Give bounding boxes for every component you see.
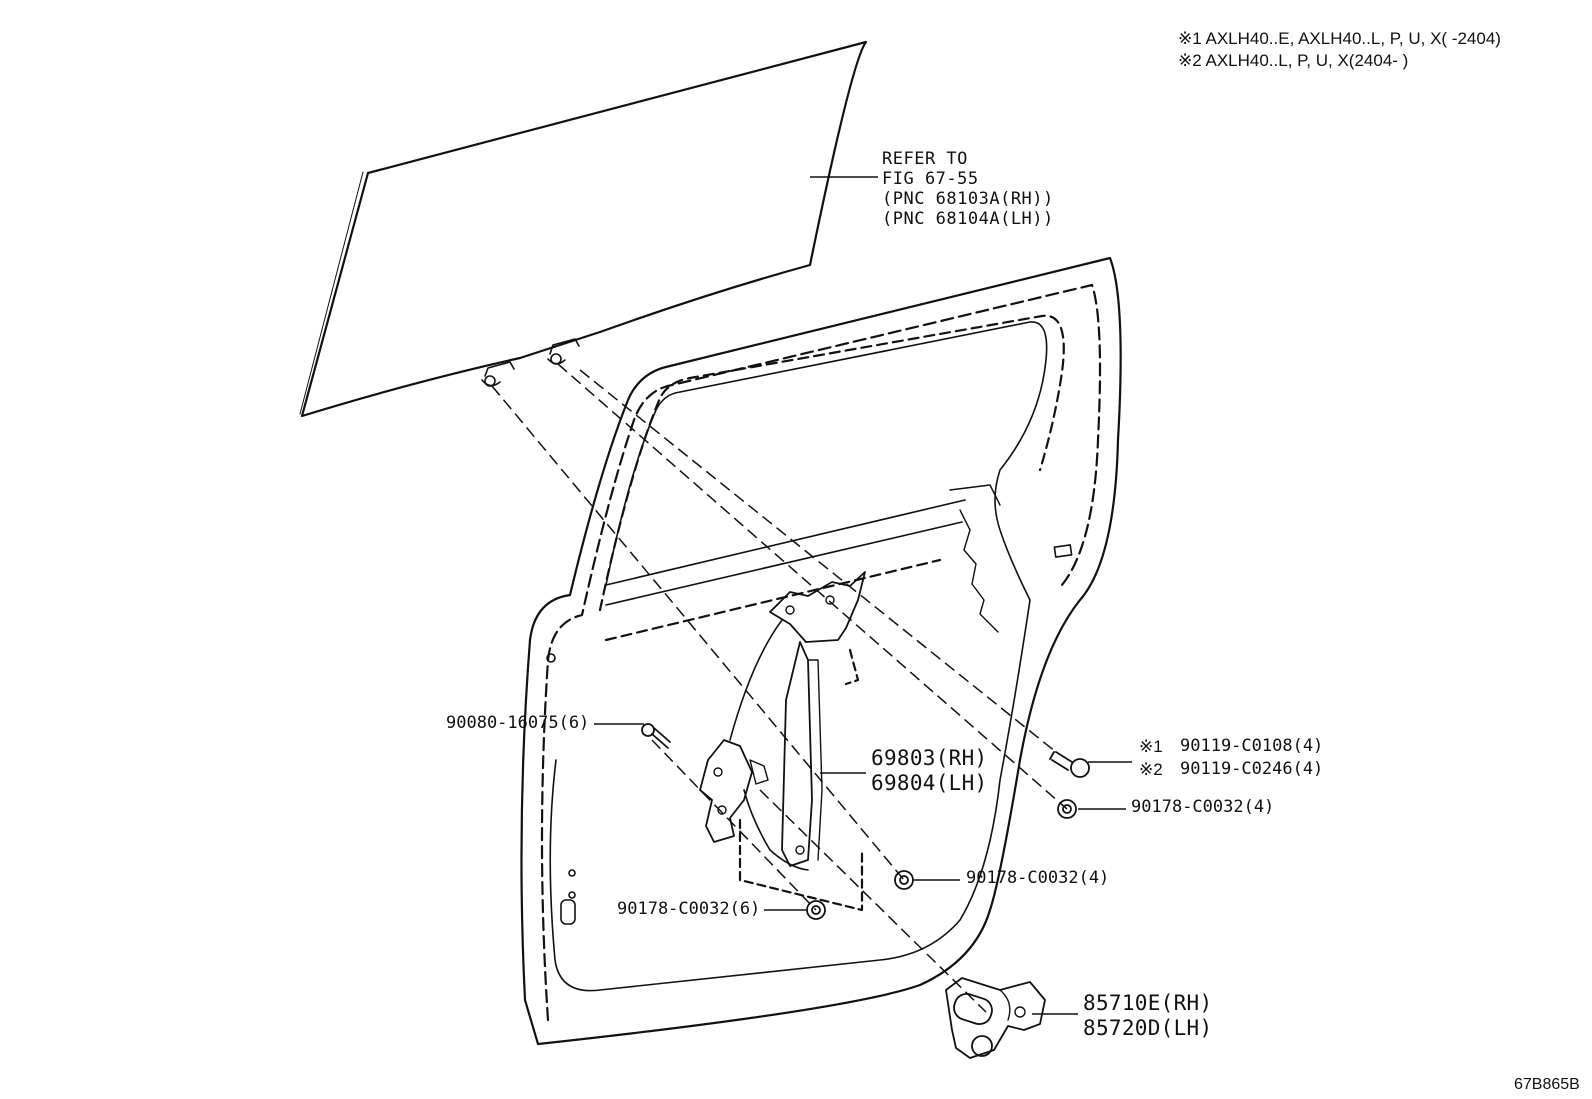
model-note-2: ※2 AXLH40..L, P, U, X(2404- ) [1178,51,1409,70]
part-number-motor-rh[interactable]: 85710E(RH) [1083,991,1213,1015]
window-regulator [699,571,866,912]
bolt-90119 [1049,751,1090,778]
refer-line-2: FIG 67-55 [882,169,979,189]
part-number-bolt-90119-c0246[interactable]: 90119-C0246(4) [1180,759,1324,779]
bolt-90080 [641,723,671,749]
note-mark-2: ※2 [1139,760,1163,779]
part-number-regulator-rh[interactable]: 69803(RH) [871,746,988,770]
part-number-nut-90178-upper[interactable]: 90178-C0032(4) [1131,797,1275,817]
nut-90178-upper [1057,799,1077,819]
leader-lines [594,176,1132,1015]
door-glass [299,40,868,418]
part-number-bolt-90119-c0108[interactable]: 90119-C0108(4) [1180,736,1324,756]
regulator-motor [945,977,1046,1059]
model-note-1: ※1 AXLH40..E, AXLH40..L, P, U, X( -2404) [1178,29,1501,48]
nut-90178-middle [894,870,914,890]
refer-line-1: REFER TO [882,149,968,169]
installation-guide-lines [491,363,1068,1013]
nut-90178-lower [806,900,826,920]
part-number-regulator-lh[interactable]: 69804(LH) [871,771,988,795]
part-number-nut-90178-middle[interactable]: 90178-C0032(4) [966,868,1110,888]
refer-line-4: (PNC 68104A(LH)) [882,209,1054,229]
door-panel [520,256,1122,1046]
part-number-motor-lh[interactable]: 85720D(LH) [1083,1016,1213,1040]
refer-line-3: (PNC 68103A(RH)) [882,189,1054,209]
part-number-nut-90178-lower[interactable]: 90178-C0032(6) [617,899,761,919]
figure-code: 67B865B [1514,1076,1580,1093]
note-mark-1: ※1 [1139,737,1163,756]
part-number-bolt-90080[interactable]: 90080-16075(6) [446,713,590,733]
